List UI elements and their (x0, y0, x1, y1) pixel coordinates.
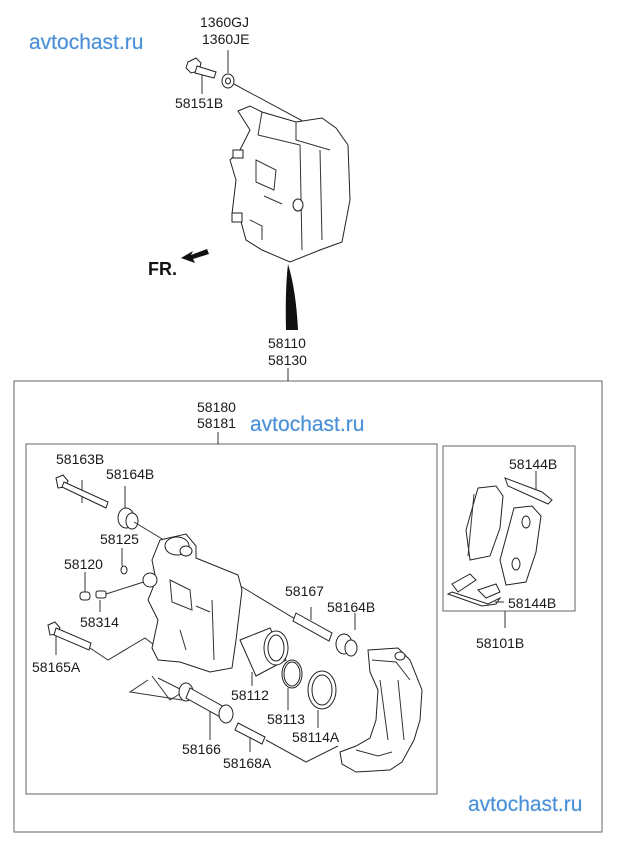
label-guide-bolt-upper: 58163B (56, 451, 105, 467)
boot-right-icon (335, 633, 358, 657)
label-sleeve: 58168A (223, 755, 272, 771)
label-caliper-a: 58110 (268, 335, 306, 351)
piston-icon (239, 627, 289, 677)
guide-rod-icon (178, 682, 234, 724)
label-guide-bolt-lower: 58165A (32, 659, 81, 675)
pad-clip-bottom-icon (446, 573, 502, 607)
caliper-bracket-icon (339, 647, 423, 773)
pointer-arrow (285, 264, 298, 330)
washer-icon (221, 73, 235, 89)
pad-kit-frame (442, 445, 576, 612)
watermark-bottom: avtochast.ru (468, 793, 583, 816)
guide-bolt-upper-icon (55, 474, 109, 509)
guide-pin-icon (292, 612, 333, 642)
boot-upper-icon (117, 507, 139, 530)
bolt-58151b-icon (185, 57, 217, 79)
label-bleeder-cap: 58120 (64, 556, 103, 572)
caliper-housing-icon (142, 533, 243, 673)
label-guide-pin: 58167 (285, 583, 324, 599)
label-piston-boot: 58114A (292, 729, 340, 745)
label-pad-shim-top: 58144B (509, 456, 558, 472)
label-kit-header-b: 58181 (197, 415, 236, 431)
label-caliper-b: 58130 (268, 352, 307, 368)
label-boot-upper: 58164B (106, 466, 155, 482)
label-bleeder-screw: 58314 (80, 614, 119, 630)
label-guide-rod: 58166 (182, 741, 221, 757)
clip-icon (120, 565, 128, 575)
label-kit-header-a: 58180 (197, 399, 236, 415)
caliper-kit-frame (25, 443, 438, 795)
label-pad-kit: 58101B (476, 635, 525, 651)
label-piston-seal: 58113 (267, 711, 305, 727)
label-washer-a: 1360GJ (200, 14, 250, 30)
bleeder-cap-icon (79, 591, 91, 601)
bleeder-screw-icon (95, 590, 107, 599)
label-piston: 58112 (231, 687, 269, 703)
pad-shim-top-icon (504, 477, 553, 505)
label-washer-b: 1360JE (202, 31, 250, 47)
front-direction-label: FR. (148, 259, 177, 279)
label-clip: 58125 (100, 531, 139, 547)
brake-pad-left-icon (465, 485, 504, 561)
caliper-assembly-icon (229, 105, 351, 263)
watermark-middle: avtochast.ru (250, 413, 365, 436)
label-boot-right: 58164B (327, 599, 376, 615)
caliper-assembly-frame (13, 380, 603, 833)
label-pad-clip-bottom: 58144B (508, 595, 557, 611)
guide-bolt-lower-icon (47, 621, 92, 651)
sleeve-icon (234, 722, 266, 745)
watermark-top: avtochast.ru (29, 31, 144, 54)
piston-boot-icon (307, 670, 337, 710)
brake-pad-right-icon (499, 505, 542, 586)
front-direction-arrow-icon (181, 249, 209, 263)
label-bolt: 58151B (175, 95, 224, 111)
